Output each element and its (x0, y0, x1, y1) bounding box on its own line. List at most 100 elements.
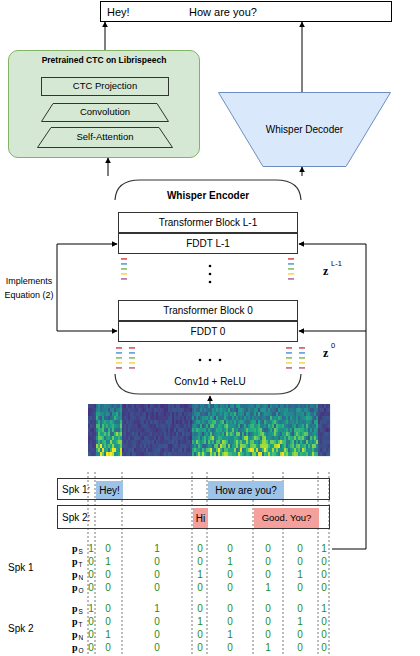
spectrogram-cell (234, 420, 236, 424)
spectrogram-cell (264, 408, 266, 412)
transcript-text: How are you? (189, 5, 257, 17)
spectrogram-cell (126, 452, 128, 456)
spectrogram-cell (214, 444, 216, 448)
matrix-cell: 0 (105, 570, 111, 580)
spectrogram-cell (92, 408, 94, 412)
spectrogram-cell (220, 444, 222, 448)
spectrogram-cell (200, 420, 202, 424)
spectrogram-cell (114, 448, 116, 452)
spectrogram-cell (276, 448, 278, 452)
spectrogram-cell (96, 452, 98, 456)
spectrogram-cell (250, 432, 252, 436)
spectrogram-cell (172, 416, 174, 420)
spectrogram-cell (302, 424, 304, 428)
spectrogram-cell (306, 420, 308, 424)
spectrogram-cell (182, 428, 184, 432)
spectrogram-cell (140, 436, 142, 440)
spectrogram-cell (170, 432, 172, 436)
spectrogram-cell (240, 444, 242, 448)
spectrogram-cell (200, 448, 202, 452)
spectrogram-cell (328, 440, 330, 444)
spectrogram-cell (188, 452, 190, 456)
spectrogram-cell (242, 428, 244, 432)
row-subscript: T (79, 562, 83, 569)
spectrogram-cell (310, 440, 312, 444)
spectrogram-cell (308, 440, 310, 444)
spectrogram-cell (230, 452, 232, 456)
spectrogram-cell (252, 448, 254, 452)
spectrogram-cell (222, 424, 224, 428)
spectrogram-cell (278, 444, 280, 448)
spectrogram-cell (286, 452, 288, 456)
spectrogram-cell (282, 444, 284, 448)
spectrogram-cell (134, 432, 136, 436)
spectrogram-cell (98, 452, 100, 456)
spectrogram-cell (280, 440, 282, 444)
spectrogram-cell (328, 416, 330, 420)
spectrogram-cell (316, 432, 318, 436)
spectrogram-cell (104, 404, 106, 408)
spectrogram-cell (314, 444, 316, 448)
spectrogram-cell (280, 448, 282, 452)
spectrogram-cell (132, 444, 134, 448)
spectrogram-cell (318, 408, 320, 412)
spectrogram-cell (258, 428, 260, 432)
trapezoid-outline (219, 93, 391, 167)
matrix-cell: 0 (154, 583, 160, 593)
spectrogram-cell (98, 444, 100, 448)
spectrogram-cell (224, 416, 226, 420)
node-label: Transformer Block L-1 (159, 217, 258, 228)
spectrogram-cell (94, 424, 96, 428)
spectrogram-cell (264, 416, 266, 420)
node-label: FDDT L-1 (186, 238, 230, 249)
spectrogram-cell (184, 424, 186, 428)
spectrogram-cell (106, 428, 108, 432)
spectrogram-cell (290, 448, 292, 452)
spectrogram-cell (272, 448, 274, 452)
spectrogram-cell (318, 412, 320, 416)
spectrogram-cell (274, 452, 276, 456)
spectrogram-cell (240, 436, 242, 440)
spectrogram-cell (114, 444, 116, 448)
spectrogram-cell (130, 444, 132, 448)
vector-element (288, 258, 294, 260)
spectrogram-cell (184, 416, 186, 420)
spectrogram-cell (174, 424, 176, 428)
spectrogram-cell (290, 404, 292, 408)
node-label: Good. You? (262, 513, 312, 523)
spectrogram-cell (260, 420, 262, 424)
matrix-cell: 0 (265, 557, 271, 567)
spectrogram-cell (240, 416, 242, 420)
spectrogram-cell (306, 412, 308, 416)
spectrogram-cell (170, 404, 172, 408)
spectrogram-cell (312, 432, 314, 436)
spectrogram-cell (268, 412, 270, 416)
spectrogram-cell (308, 424, 310, 428)
spectrogram-cell (220, 452, 222, 456)
spectrogram-cell (242, 436, 244, 440)
spectrogram-cell (166, 408, 168, 412)
spectrogram-cell (134, 452, 136, 456)
spectrogram-cell (160, 424, 162, 428)
layer-box: CTC Projection (41, 77, 169, 96)
spectrogram-cell (112, 408, 114, 412)
row-label: p (72, 643, 78, 653)
spectrogram-cell (134, 440, 136, 444)
spectrogram-cell (196, 408, 198, 412)
spectrogram-cell (312, 416, 314, 420)
spectrogram-cell (130, 432, 132, 436)
spectrogram-cell (322, 416, 324, 420)
spectrogram-cell (102, 440, 104, 444)
spectrogram-cell (140, 448, 142, 452)
spectrogram-cell (112, 448, 114, 452)
matrix-cell: 0 (105, 583, 111, 593)
spectrogram-cell (266, 452, 268, 456)
spectrogram-cell (276, 428, 278, 432)
spectrogram-cell (238, 408, 240, 412)
spectrogram-cell (294, 444, 296, 448)
spectrogram-cell (326, 420, 328, 424)
spectrogram-cell (132, 428, 134, 432)
spectrogram-cell (276, 452, 278, 456)
spectrogram-cell (144, 444, 146, 448)
spectrogram-cell (308, 452, 310, 456)
